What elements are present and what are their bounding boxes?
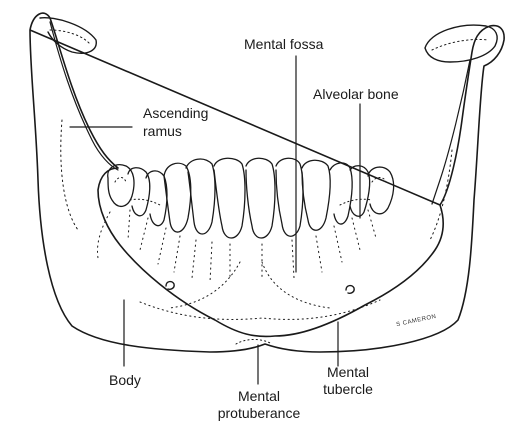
right-ramus-inner (432, 60, 470, 204)
label-ascending-ramus-line2: ramus (143, 122, 208, 140)
right-ramus-dots (430, 150, 452, 240)
right-condyle-dots (432, 39, 488, 50)
leader-lines (70, 56, 360, 384)
protuberance-dots (236, 340, 272, 345)
label-mental-tubercle: Mental tubercle (318, 364, 378, 398)
teeth-details (115, 178, 386, 206)
label-ascending-ramus: Ascending ramus (143, 104, 208, 140)
label-mental-tubercle-line2: tubercle (318, 381, 378, 398)
alveolar-dots (98, 210, 377, 282)
left-ramus-inner (50, 22, 118, 170)
mental-ridges (140, 262, 380, 319)
teeth (108, 158, 394, 238)
label-alveolar-bone: Alveolar bone (313, 86, 399, 103)
left-mental-foramen (166, 282, 174, 290)
right-condyle (425, 25, 497, 62)
right-mental-foramen (346, 286, 354, 294)
left-condyle (40, 18, 96, 54)
label-mental-protuberance-line1: Mental (210, 388, 308, 405)
label-ascending-ramus-line1: Ascending (143, 104, 208, 122)
mandible-outline (30, 13, 504, 352)
label-mental-fossa: Mental fossa (244, 36, 323, 53)
label-mental-protuberance-line2: protuberance (210, 405, 308, 422)
label-mental-protuberance: Mental protuberance (210, 388, 308, 422)
left-ramus-dots (61, 120, 78, 230)
label-body: Body (109, 372, 141, 389)
label-mental-tubercle-line1: Mental (318, 364, 378, 381)
